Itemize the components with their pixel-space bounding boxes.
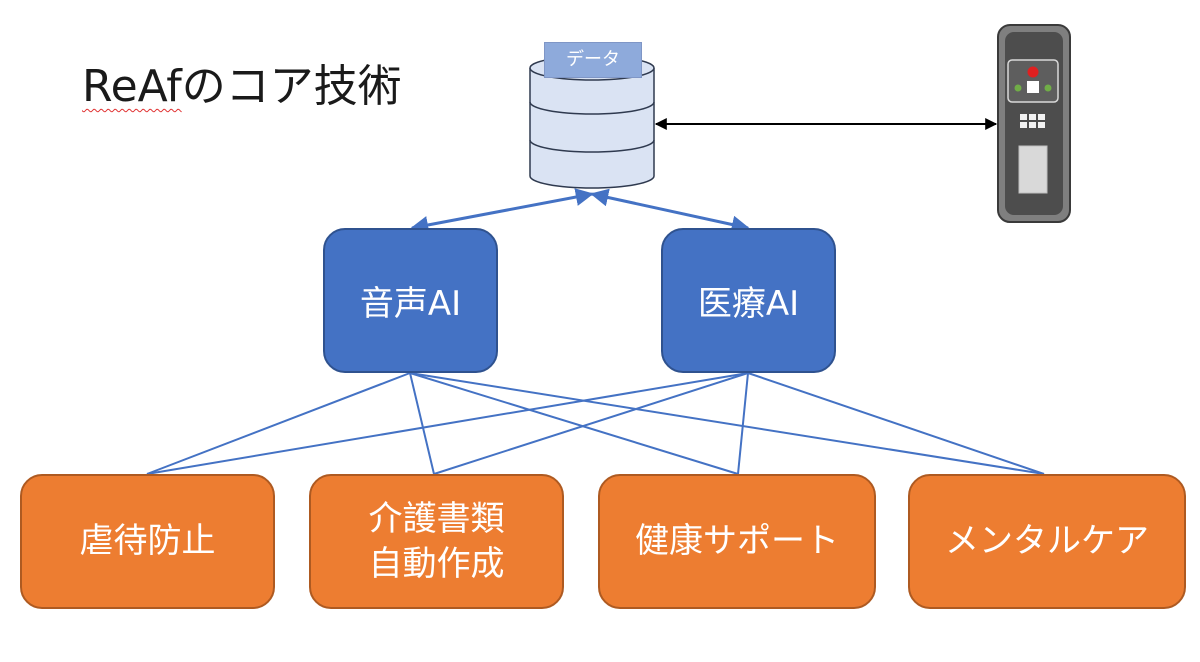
voice-ai-label: 音声AI [359,284,462,324]
medical-ai-box: 医療AI [661,228,836,373]
mental-care-box: メンタルケア [908,474,1186,609]
ai-application-connectors [146,372,1045,475]
abuse-prevention-box: 虐待防止 [20,474,275,609]
mental-care-label: メンタルケア [945,521,1149,562]
care-documents-label-line1: 介護書類 [368,499,505,540]
medical-ai-label: 医療AI [697,284,800,324]
health-support-box: 健康サポート [598,474,876,609]
page-title: ReAfのコア技術 [82,50,402,114]
title-text: のコア技術 [181,61,402,112]
care-documents-box: 介護書類 自動作成 [309,474,564,609]
care-documents-label-line2: 自動作成 [368,543,505,584]
voice-ai-database-connector [410,188,594,234]
medical-ai-database-connector [590,188,750,234]
abuse-prevention-label: 虐待防止 [79,521,216,562]
health-support-label: 健康サポート [635,521,839,562]
voice-ai-box: 音声AI [323,228,498,373]
brand-name: ReAf [82,61,182,112]
wall-terminal-device-icon [997,24,1071,223]
database-label: データ [544,42,642,78]
